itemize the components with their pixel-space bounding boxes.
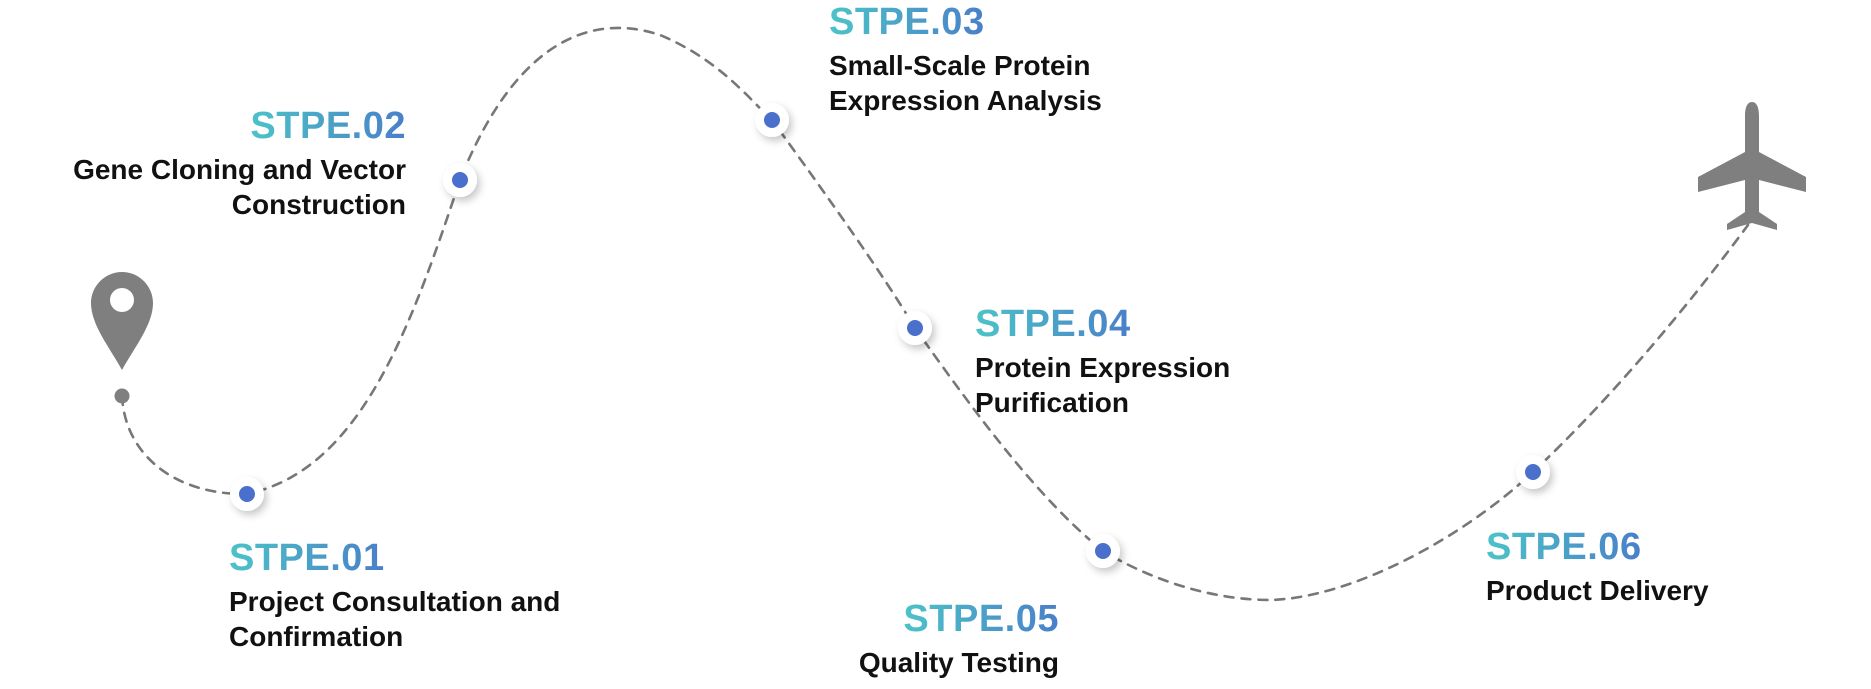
step-title-line: Construction (231, 189, 406, 220)
step-node-04[interactable] (898, 311, 932, 345)
start-point-dot (114, 388, 130, 404)
step-title-line: Project Consultation and (229, 586, 561, 617)
step-title-line: Product Delivery (1486, 575, 1709, 606)
step-node-01[interactable] (230, 477, 264, 511)
step-title: Quality Testing (844, 645, 1059, 680)
step-code: STPE.06 (1486, 526, 1642, 568)
step-03: STPE.03 Small-Scale Protein Expression A… (829, 0, 1102, 118)
step-title-line: Expression Analysis (829, 85, 1102, 116)
step-01: STPE.01 Project Consultation and Confirm… (229, 536, 560, 654)
airplane-icon (1698, 102, 1806, 230)
step-node-03[interactable] (755, 103, 789, 137)
step-title-line: Quality Testing (858, 647, 1059, 678)
dashed-route-path (120, 26, 1750, 602)
step-title: Project Consultation and Confirmation (229, 584, 560, 654)
step-node-05[interactable] (1086, 534, 1120, 568)
step-title-line: Gene Cloning and Vector (73, 154, 406, 185)
step-title-line: Confirmation (229, 621, 404, 652)
step-code: STPE.03 (829, 1, 985, 43)
step-02: STPE.02 Gene Cloning and Vector Construc… (40, 104, 406, 222)
step-node-06[interactable] (1516, 455, 1550, 489)
step-title: Product Delivery (1486, 573, 1709, 608)
step-title: Protein Expression Purification (975, 350, 1230, 420)
step-code: STPE.02 (250, 105, 406, 147)
step-04: STPE.04 Protein Expression Purification (975, 302, 1230, 420)
map-pin-icon (91, 272, 153, 370)
step-05: STPE.05 Quality Testing (844, 597, 1059, 680)
step-code: STPE.01 (229, 537, 385, 579)
step-title: Small-Scale Protein Expression Analysis (829, 48, 1102, 118)
step-06: STPE.06 Product Delivery (1486, 525, 1709, 608)
step-title: Gene Cloning and Vector Construction (40, 152, 406, 222)
step-title-line: Protein Expression (975, 352, 1231, 383)
step-code: STPE.04 (975, 303, 1131, 345)
step-title-line: Small-Scale Protein (829, 50, 1091, 81)
step-nodes (230, 103, 1550, 568)
step-title-line: Purification (975, 387, 1130, 418)
step-node-02[interactable] (443, 163, 477, 197)
step-code: STPE.05 (903, 598, 1059, 640)
